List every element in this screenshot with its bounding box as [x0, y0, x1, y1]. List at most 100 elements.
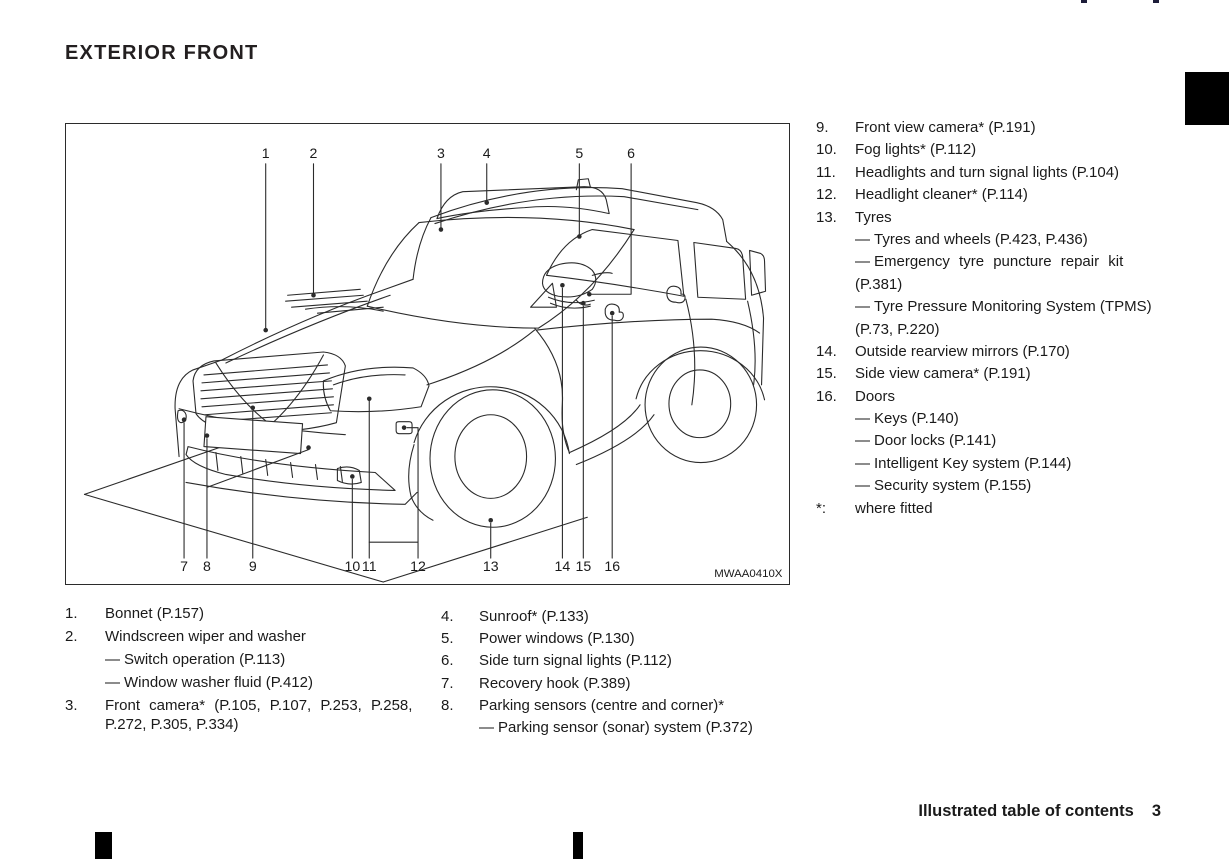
list-item-label: Recovery hook (P.389)	[479, 674, 631, 692]
grille	[192, 351, 346, 433]
list-item-label: Door locks (P.141)	[874, 432, 997, 450]
callout-dot-11	[366, 396, 372, 402]
figure-code: MWAA0410X	[714, 568, 783, 580]
callout-number-7: 7	[180, 558, 188, 574]
rear-door-window	[693, 241, 747, 300]
list-subitem: —Parking sensor (sonar) system (P.372)	[441, 719, 786, 741]
list-item-number: 8.	[441, 696, 454, 714]
list-item-number: 7.	[441, 674, 454, 692]
list-item: 12. Headlight cleaner* (P.114)	[816, 186, 1171, 208]
list-item-number: 14.	[816, 342, 837, 360]
dash-marker: —	[855, 410, 870, 428]
dash-marker: —	[479, 718, 494, 736]
list-subitem: —Keys (P.140)	[816, 410, 1171, 432]
list-item-label: Side turn signal lights (P.112)	[479, 652, 672, 670]
callout-dot-14	[560, 283, 565, 288]
dash-marker: —	[855, 253, 870, 271]
legend-column-left: 1.Bonnet (P.157)2.Windscreen wiper and w…	[65, 605, 430, 735]
list-item-number: 5.	[441, 630, 454, 648]
list-item: 14.Outside rearview mirrors (P.170)	[816, 343, 1171, 365]
list-continuation: (P.73, P.220)	[816, 321, 1171, 343]
list-subitem: —Emergency tyre puncture repair kit	[816, 253, 1171, 275]
quarter-window	[749, 249, 767, 296]
list-item-number: 6.	[441, 652, 454, 670]
list-item: 3.Front camera* (P.105, P.107, P.253, P.…	[65, 697, 430, 720]
list-item: 4. Sunroof* (P.133)	[441, 608, 786, 630]
callout-number-15: 15	[575, 558, 591, 574]
callout-dot-3	[438, 227, 444, 232]
list-item-number: 1.	[65, 605, 78, 622]
chapter-tab-marker	[1185, 72, 1229, 125]
front-door-window	[545, 228, 685, 297]
list-subitem: —Switch operation (P.113)	[65, 651, 430, 674]
list-item-label: where fitted	[855, 499, 933, 517]
list-item: 11.Headlights and turn signal lights (P.…	[816, 164, 1171, 186]
list-item-number: 4.	[441, 608, 454, 625]
callout-number-8: 8	[203, 558, 211, 574]
callout-dot-6	[587, 291, 592, 297]
front-door-handle	[604, 303, 624, 322]
footer-page-number: 3	[1151, 802, 1161, 820]
list-subitem: —Tyre Pressure Monitoring System (TPMS)	[816, 298, 1171, 320]
list-item: 7. Recovery hook (P.389)	[441, 675, 786, 697]
callout-dot-2	[311, 292, 316, 298]
list-continuation: P.272, P.305, P.334)	[65, 716, 430, 735]
list-item-label: Parking sensor (sonar) system (P.372)	[498, 718, 753, 736]
callout-number-4: 4	[483, 145, 491, 161]
list-item: 16.Doors	[816, 388, 1171, 410]
callout-number-14: 14	[555, 558, 571, 574]
fog-light	[336, 466, 362, 485]
list-item-label: Headlight cleaner* (P.114)	[855, 186, 1028, 204]
list-item-label: Security system (P.155)	[874, 477, 1032, 495]
list-item: 10. Fog lights* (P.112)	[816, 141, 1171, 163]
list-item: 13. Tyres	[816, 209, 1171, 231]
list-item-number: 10.	[816, 141, 837, 159]
list-item-label: Headlights and turn signal lights (P.104…	[855, 163, 1120, 181]
list-item-label: (P.73, P.220)	[855, 320, 940, 338]
ground-plane	[83, 436, 588, 583]
list-item: 8. Parking sensors (centre and corner)*	[441, 697, 786, 719]
list-item-label: Doors	[855, 387, 896, 405]
list-item-label: Keys (P.140)	[874, 410, 959, 428]
sunroof	[436, 186, 610, 220]
list-item-label: Switch operation (P.113)	[124, 651, 286, 668]
list-subitem: —Security system (P.155)	[816, 477, 1171, 499]
callout-dot-4	[484, 200, 490, 205]
dash-marker: —	[105, 674, 120, 691]
list-item-label: Parking sensors (centre and corner)*	[479, 696, 725, 714]
list-item-label: Tyres	[855, 208, 892, 226]
callout-number-9: 9	[249, 558, 257, 574]
list-item-number: 12.	[816, 186, 837, 204]
callout-dot-8	[204, 433, 210, 438]
list-item-label: Emergency tyre puncture repair kit	[874, 253, 1124, 271]
list-item-label: Windscreen wiper and washer	[105, 628, 306, 645]
callout-number-1: 1	[262, 145, 270, 161]
list-item-label: Power windows (P.130)	[479, 630, 635, 648]
dash-marker: —	[855, 477, 870, 495]
list-subitem: —Window washer fluid (P.412)	[65, 674, 430, 697]
list-item-label: Sunroof* (P.133)	[479, 608, 589, 625]
list-item: 6. Side turn signal lights (P.112)	[441, 652, 786, 674]
list-item-label: Bonnet (P.157)	[105, 605, 204, 622]
list-item: 9.Front view camera* (P.191)	[816, 119, 1171, 141]
callout-dot-16	[609, 310, 615, 316]
callout-dot-13	[488, 517, 494, 523]
callout-number-11: 11	[362, 558, 377, 574]
glasshouse	[366, 186, 767, 329]
list-item-number: 3.	[65, 697, 78, 714]
side-mirror	[541, 262, 613, 309]
list-subitem: —Door locks (P.141)	[816, 432, 1171, 454]
list-item-number: 13.	[816, 208, 837, 226]
callout-dot-1	[263, 327, 268, 333]
callout-leader-6	[590, 163, 632, 295]
list-item-label: Fog lights* (P.112)	[855, 141, 977, 159]
list-item: 15.Side view camera* (P.191)	[816, 365, 1171, 387]
callout-number-12: 12	[410, 558, 426, 574]
list-item-label: Window washer fluid (P.412)	[124, 674, 313, 691]
car-body	[174, 178, 765, 458]
callout-leader-12	[368, 427, 419, 559]
binding-mark	[573, 832, 583, 859]
